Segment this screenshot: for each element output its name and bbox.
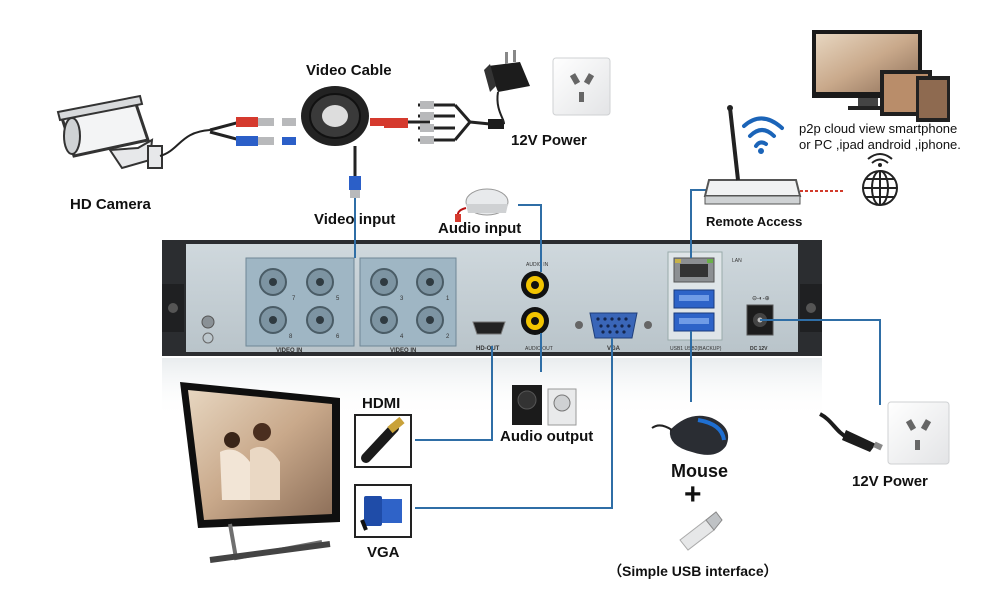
label-p2p-line2: or PC ,ipad android ,iphone. xyxy=(799,137,961,152)
panel-label-audio-in: AUDIO IN xyxy=(526,262,549,268)
monitor-icon xyxy=(180,382,340,563)
label-remote-access: Remote Access xyxy=(706,214,803,229)
hdmi-line xyxy=(415,346,493,441)
label-audio-output: Audio output xyxy=(500,428,594,445)
dc-cable-icon xyxy=(819,412,883,452)
label-vga: VGA xyxy=(367,544,400,561)
bnc-number: 7 xyxy=(292,296,296,302)
label-video-input: Video input xyxy=(314,211,396,228)
bnc-block-right xyxy=(359,257,457,347)
bnc-port[interactable] xyxy=(370,306,398,334)
usb-port[interactable] xyxy=(673,312,715,332)
usb-drive-icon xyxy=(679,511,723,551)
bnc-port[interactable] xyxy=(259,306,287,334)
bnc-number: 1 xyxy=(446,296,450,302)
vga-cable-icon xyxy=(354,484,412,538)
panel-label-lan: LAN xyxy=(732,258,742,264)
lan-port[interactable] xyxy=(673,257,715,283)
ground-screw-icon xyxy=(201,315,215,329)
bnc-port[interactable] xyxy=(416,268,444,296)
speakers-icon xyxy=(512,385,577,426)
devices-pc-tablet-phone-icon xyxy=(812,30,950,122)
audio-input-line xyxy=(518,204,542,272)
mouse-icon xyxy=(651,415,729,455)
bnc-number: 4 xyxy=(400,334,404,340)
wifi-icon xyxy=(742,116,784,154)
bnc-port[interactable] xyxy=(370,268,398,296)
panel-label-video-in-right: VIDEO IN xyxy=(390,348,416,354)
panel-label-audio-out: AUDIO OUT xyxy=(525,346,553,352)
label-power-right: 12V Power xyxy=(852,473,928,490)
label-audio-input: Audio input xyxy=(438,220,522,237)
label-p2p-line1: p2p cloud view smartphone xyxy=(799,121,958,136)
bnc-port[interactable] xyxy=(306,306,334,334)
router-icon xyxy=(703,105,802,205)
label-hd-camera: HD Camera xyxy=(70,196,151,213)
panel-label-usb: USB1 USB2(BACKUP) xyxy=(670,346,722,352)
bnc-number: 5 xyxy=(336,296,340,302)
svg-text:⊖-◐-⊕: ⊖-◐-⊕ xyxy=(752,296,770,302)
label-power-top: 12V Power xyxy=(511,132,587,149)
panel-label-hd-out: HD-OUT xyxy=(476,346,500,352)
wall-outlet-right-icon xyxy=(887,401,950,465)
power-line xyxy=(760,319,881,405)
bnc-port[interactable] xyxy=(259,268,287,296)
audio-out-port[interactable] xyxy=(521,307,549,335)
bnc-port[interactable] xyxy=(416,306,444,334)
power-adapter-icon xyxy=(484,50,530,125)
globe-icon xyxy=(862,153,898,206)
panel-label-video-in-left: VIDEO IN xyxy=(276,348,302,354)
vga-line xyxy=(415,338,613,509)
panel-label-dc: DC 12V xyxy=(750,346,768,352)
microphone-icon xyxy=(455,188,509,222)
bnc-number: 3 xyxy=(400,296,404,302)
lan-usb-block xyxy=(667,251,723,341)
power-splitter-icon xyxy=(418,101,504,144)
usb-port[interactable] xyxy=(673,289,715,309)
panel-label-vga: VGA xyxy=(607,346,621,352)
bnc-number: 8 xyxy=(289,334,293,340)
label-plus: + xyxy=(684,478,702,511)
label-video-cable: Video Cable xyxy=(306,62,392,79)
ground-symbol-icon xyxy=(202,332,214,344)
bnc-block-left xyxy=(245,257,355,347)
hdmi-port[interactable] xyxy=(472,321,506,335)
bnc-port[interactable] xyxy=(306,268,334,296)
hd-camera-icon xyxy=(56,94,211,170)
label-usb-interface: （Simple USB interface） xyxy=(608,563,778,579)
label-mouse: Mouse xyxy=(671,461,729,481)
bnc-number: 2 xyxy=(446,334,450,340)
audio-in-port[interactable] xyxy=(521,271,549,299)
vga-port[interactable] xyxy=(575,312,652,339)
bnc-number: 6 xyxy=(336,334,340,340)
hdmi-cable-icon xyxy=(354,414,412,468)
wall-outlet-icon xyxy=(552,57,611,116)
label-hdmi: HDMI xyxy=(362,395,401,412)
video-cable-icon xyxy=(209,86,430,198)
